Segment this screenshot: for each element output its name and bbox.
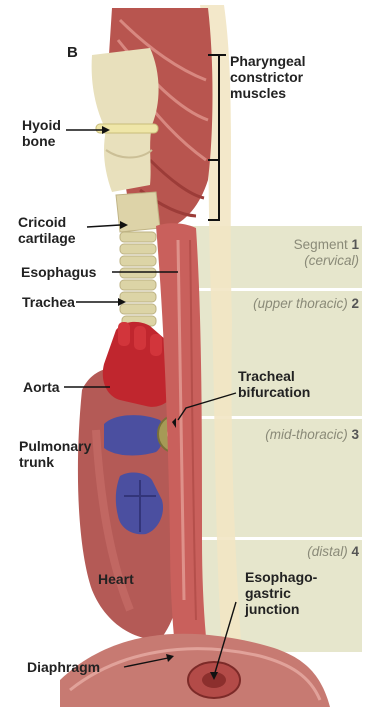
segment-2-label: (upper thoracic) 2 xyxy=(253,296,359,312)
segment-3-label: (mid-thoracic) 3 xyxy=(265,427,359,443)
label-trachea: Trachea xyxy=(22,294,75,310)
trachea-rings xyxy=(120,232,156,326)
label-heart: Heart xyxy=(98,571,134,587)
label-esophagogastric-junction: Esophago- gastric junction xyxy=(245,569,317,617)
hyoid-thyroid-cartilage xyxy=(92,48,159,192)
panel-letter: B xyxy=(67,45,78,61)
pulmonary-trunk-shape xyxy=(104,415,163,455)
label-aorta: Aorta xyxy=(23,379,60,395)
label-hyoid-bone: Hyoid bone xyxy=(22,117,61,149)
segment-4-label: (distal) 4 xyxy=(307,544,359,560)
label-esophagus: Esophagus xyxy=(21,264,96,280)
label-pharyngeal-constrictor-muscles: Pharyngeal constrictor muscles xyxy=(230,53,305,101)
segment-1-label: Segment 1 (cervical) xyxy=(294,237,359,269)
label-pulmonary-trunk: Pulmonary trunk xyxy=(19,438,91,470)
label-diaphragm: Diaphragm xyxy=(27,659,100,675)
label-cricoid-cartilage: Cricoid cartilage xyxy=(18,214,76,246)
label-tracheal-bifurcation: Tracheal bifurcation xyxy=(238,368,310,400)
